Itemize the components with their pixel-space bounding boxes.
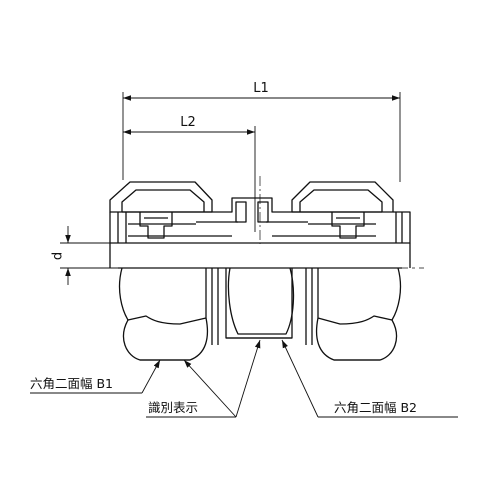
dimension-l1: [122, 92, 401, 182]
callout-identification: 識別表示: [148, 400, 198, 415]
dimension-d: [60, 226, 118, 285]
dimension-d-label: d: [51, 252, 66, 260]
leader-lines: [30, 339, 458, 418]
callout-left-hex: 六角二面幅 B1: [30, 376, 113, 391]
dimension-l1-label: L1: [253, 81, 269, 96]
fitting-outline: [109, 181, 411, 361]
dimension-l2: [123, 126, 256, 232]
dimension-l2-label: L2: [180, 115, 196, 130]
callout-right-hex: 六角二面幅 B2: [334, 400, 417, 415]
